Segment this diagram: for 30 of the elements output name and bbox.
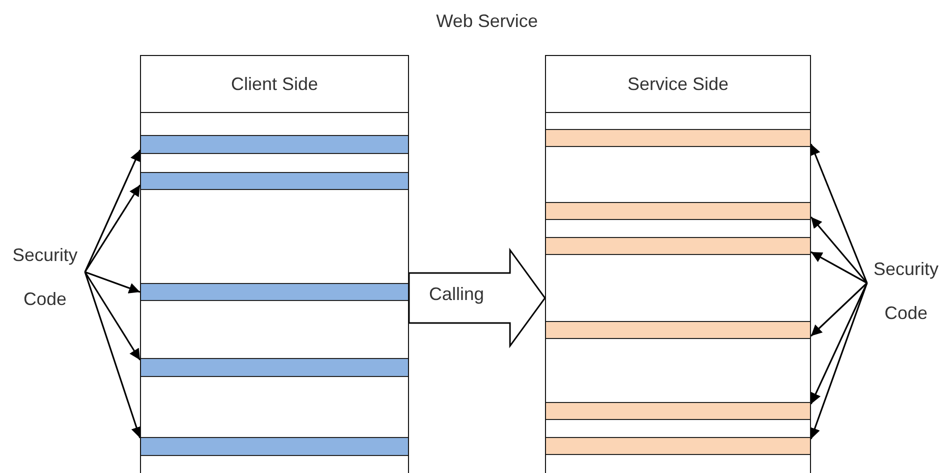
bar <box>546 202 810 220</box>
bar <box>546 236 810 254</box>
bar <box>141 172 408 190</box>
bar <box>141 358 408 376</box>
arrow <box>84 184 141 272</box>
arrow <box>84 150 141 272</box>
arrow <box>84 272 142 438</box>
diagram-title: Web Service <box>435 11 539 32</box>
arrow <box>810 216 868 284</box>
bar <box>141 134 408 154</box>
column-heading: Client Side <box>230 74 318 94</box>
arrow <box>810 144 868 284</box>
annotation-text: Security Code <box>3 233 87 321</box>
arrow <box>810 282 868 337</box>
arrow <box>84 272 141 360</box>
arrow <box>810 282 868 440</box>
bar <box>546 436 810 454</box>
edge-label: Calling <box>429 284 484 305</box>
bar <box>546 402 810 420</box>
stack-column <box>545 55 811 473</box>
column-heading: Service Side <box>627 74 729 94</box>
bar <box>546 320 810 338</box>
arrow <box>84 271 140 294</box>
annotation-text: Security Code <box>865 247 947 335</box>
arrow <box>810 251 868 284</box>
bar <box>141 282 408 300</box>
arrow <box>810 282 868 404</box>
bar <box>141 436 408 456</box>
bar <box>546 128 810 146</box>
stack-column <box>140 55 409 473</box>
